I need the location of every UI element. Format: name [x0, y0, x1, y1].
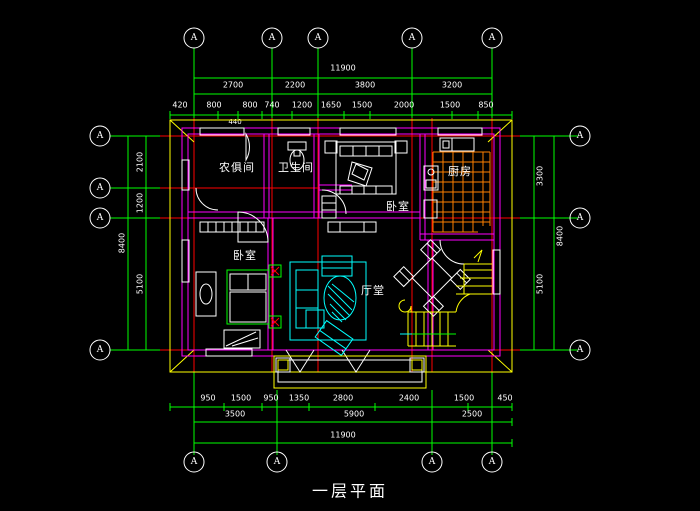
staircase [398, 249, 492, 347]
dim-top-bay-0: 2700 [223, 81, 243, 90]
dim-left-seg-0: 2100 [136, 152, 145, 172]
kitchen-tile-grid [432, 151, 491, 233]
dim-top-overall: 11900 [330, 64, 355, 73]
bottom-dimension-chain: 950 1500 950 1350 2800 2400 1500 450 350… [169, 394, 513, 447]
dim-top-detail-0: 420 [172, 101, 187, 110]
dim-left-seg-2: 5100 [136, 274, 145, 294]
bubble-bottom-1: A [273, 457, 281, 467]
room-labels: 农俱间 卫生间 卧室 厨房 卧室 厅堂 [219, 160, 472, 297]
kitchen-fixtures [423, 137, 475, 219]
dim-top-detail-7: 2000 [394, 101, 414, 110]
dim-right-seg-0: 3300 [536, 166, 545, 186]
dim-right-seg-1: 5100 [536, 274, 545, 294]
room-label-nongjujian: 农俱间 [219, 160, 255, 174]
right-dimension-chain: 3300 5100 8400 [530, 135, 565, 351]
dim-top-bay-1: 2200 [285, 81, 305, 90]
bubble-left-1: A [96, 183, 104, 193]
room-label-weishengjian: 卫生间 [278, 160, 314, 174]
room-label-chufang: 厨房 [448, 165, 472, 178]
dim-bottom-bay-2: 2500 [462, 410, 482, 419]
bubble-right-1: A [576, 213, 584, 223]
bubble-left-2: A [96, 213, 104, 223]
dim-top-extra-small: 440 [228, 118, 241, 126]
dim-top-detail-3: 740 [264, 101, 279, 110]
dim-bottom-detail-2: 950 [263, 394, 278, 403]
bubble-top-3: A [408, 33, 416, 43]
dim-top-detail-1: 800 [206, 101, 221, 110]
bubble-bottom-0: A [190, 457, 198, 467]
dim-top-detail-2: 800 [242, 101, 257, 110]
building-walls [181, 127, 501, 357]
drawing-title: 一层平面 [312, 482, 388, 501]
bathroom-fixtures [287, 141, 307, 171]
bubble-left-0: A [96, 131, 104, 141]
dim-bottom-detail-4: 2800 [333, 394, 353, 403]
room-label-woshi-lower: 卧室 [233, 248, 257, 262]
dim-bottom-detail-3: 1350 [289, 394, 309, 403]
dim-right-overall: 8400 [556, 226, 565, 246]
front-porch [170, 355, 512, 389]
dim-bottom-detail-1: 1500 [231, 394, 251, 403]
dim-top-detail-9: 850 [478, 101, 493, 110]
bubble-top-0: A [190, 33, 198, 43]
dim-bottom-bay-0: 3500 [225, 410, 245, 419]
bubble-bottom-2: A [428, 457, 436, 467]
dim-top-detail-6: 1500 [352, 101, 372, 110]
bubble-top-2: A [314, 33, 322, 43]
dining-table-set [393, 239, 471, 317]
dim-bottom-overall: 11900 [330, 431, 355, 440]
room-label-woshi-upper: 卧室 [386, 199, 410, 213]
bedroom-upper-furniture [321, 140, 408, 219]
roof-outline [169, 119, 513, 373]
windows [181, 127, 501, 357]
dim-bottom-detail-7: 450 [497, 394, 512, 403]
bubble-right-2: A [576, 345, 584, 355]
dim-top-detail-4: 1200 [292, 101, 312, 110]
dim-left-seg-1: 1200 [136, 193, 145, 213]
room-label-tingtang: 厅堂 [361, 284, 385, 297]
bubble-left-3: A [96, 345, 104, 355]
dim-top-bay-2: 3800 [355, 81, 375, 90]
grid-bubbles-left: A A A A [89, 125, 111, 361]
dim-top-detail-8: 1500 [440, 101, 460, 110]
left-dimension-chain: 2100 1200 5100 8400 [118, 135, 150, 351]
living-hall-furniture [289, 221, 377, 357]
grid-bubbles-right: A A A [569, 125, 591, 361]
dim-bottom-detail-6: 1500 [454, 394, 474, 403]
grid-bubbles-top: A A A A A [183, 27, 503, 49]
door-swings [195, 132, 465, 373]
bubble-top-4: A [488, 33, 496, 43]
bedroom-lower-furniture [195, 221, 282, 349]
dim-left-overall: 8400 [118, 233, 127, 253]
dim-bottom-bay-1: 5900 [344, 410, 364, 419]
grid-bubbles-bottom: A A A A [183, 451, 503, 473]
dim-top-bay-3: 3200 [442, 81, 462, 90]
dim-top-detail-5: 1650 [321, 101, 341, 110]
dim-bottom-detail-0: 950 [200, 394, 215, 403]
top-dimension-chain: 11900 2700 2200 3800 3200 420 800 800 74… [169, 64, 513, 126]
dim-bottom-detail-5: 2400 [399, 394, 419, 403]
bubble-bottom-3: A [488, 457, 496, 467]
bubble-right-0: A [576, 131, 584, 141]
bubble-top-1: A [268, 33, 276, 43]
